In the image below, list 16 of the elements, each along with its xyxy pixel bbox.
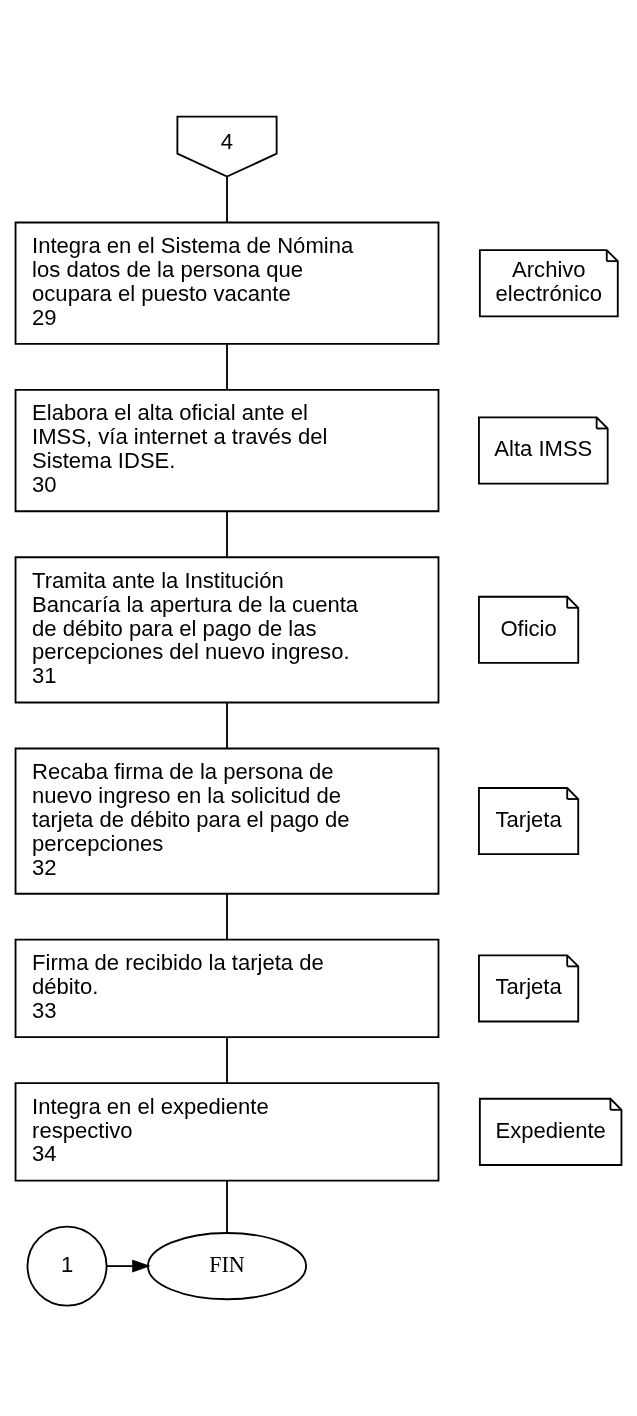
node-box: Integra en el Sistema de Nómina los datos de la persona que ocupara el puesto vacante 29 — [14, 221, 440, 345]
node-box: Tramita ante la Institución Bancaría la apertura de la cuenta de débito para el pago de las percepciones del nuevo ingreso. 31 — [14, 556, 440, 704]
node-box: Integra en el expediente respectivo 34 — [14, 1082, 440, 1182]
node-box: Recaba firma de la persona de nuevo ingreso en la solicitud de tarjeta de débito para el pago de percepciones 32 — [14, 747, 440, 895]
connector — [226, 343, 228, 391]
connector — [226, 701, 228, 750]
connector — [226, 1179, 228, 1234]
node-box: Elabora el alta oficial ante el IMSS, vía internet a través del Sistema IDSE. 30 — [14, 388, 440, 513]
node-ellipse: FIN — [147, 1232, 307, 1301]
connector — [226, 510, 228, 558]
node-box: Firma de recibido la tarjeta de débito. 33 — [14, 938, 440, 1039]
arrow — [106, 1259, 151, 1273]
connector — [226, 892, 228, 941]
connector — [226, 175, 228, 224]
node-circle: 1 — [26, 1225, 108, 1307]
connector — [226, 1036, 228, 1084]
